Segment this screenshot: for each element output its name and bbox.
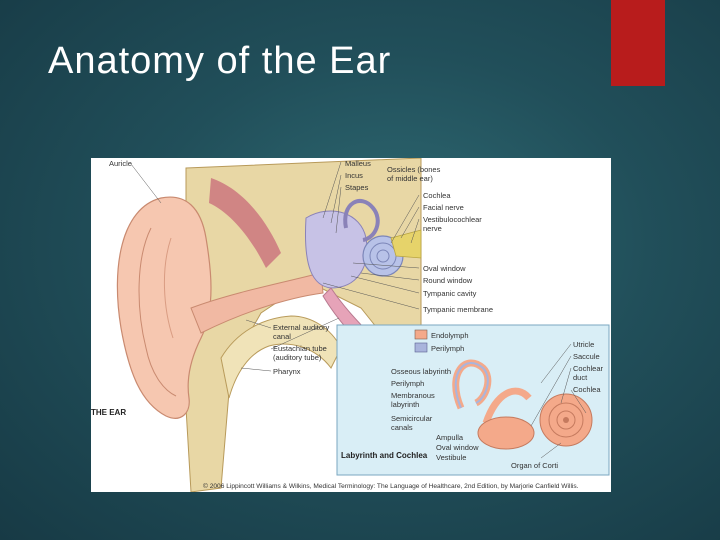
- label-the-ear: THE EAR: [91, 408, 126, 417]
- label-eustachian-2: (auditory tube): [273, 353, 322, 362]
- label-ossicles-2: of middle ear): [387, 174, 433, 183]
- inset-label-membranous-2: labyrinth: [391, 400, 419, 409]
- label-malleus: Malleus: [345, 159, 371, 168]
- label-facial-nerve: Facial nerve: [423, 203, 464, 212]
- label-vestibulocochlear-2: nerve: [423, 224, 442, 233]
- label-pharynx: Pharynx: [273, 367, 301, 376]
- label-incus: Incus: [345, 171, 363, 180]
- inset-label-vestibule: Vestibule: [436, 453, 466, 462]
- legend-endolymph: Endolymph: [431, 331, 469, 340]
- inset-label-oval-window: Oval window: [436, 443, 479, 452]
- label-tympanic-cavity: Tympanic cavity: [423, 289, 477, 298]
- slide-title: Anatomy of the Ear: [48, 40, 392, 82]
- inset-label-cochlea: Cochlea: [573, 385, 601, 394]
- inset-label-semicircular-1: Semicircular: [391, 414, 433, 423]
- inset-title: Labyrinth and Cochlea: [341, 451, 428, 460]
- inset-label-ampulla: Ampulla: [436, 433, 464, 442]
- auricle-fold: [138, 227, 177, 397]
- pharynx-region: [220, 315, 342, 399]
- legend-perilymph-swatch: [414, 342, 428, 353]
- label-tympanic-membrane: Tympanic membrane: [423, 305, 493, 314]
- ear-anatomy-figure: Auricle Malleus Incus Stapes Ossicles (b…: [91, 158, 611, 492]
- inset-label-utricle: Utricle: [573, 340, 594, 349]
- label-external-canal-2: canal: [273, 332, 291, 341]
- label-oval-window: Oval window: [423, 264, 466, 273]
- label-cochlea: Cochlea: [423, 191, 451, 200]
- cartilage: [209, 178, 281, 268]
- leader-lines: [130, 161, 587, 459]
- inset-label-cochlear-duct-2: duct: [573, 373, 588, 382]
- label-eustachian-1: Eustachian tube: [273, 344, 327, 353]
- middle-ear: [304, 210, 368, 289]
- accent-bar: [611, 0, 665, 86]
- legend-endolymph-swatch: [414, 329, 428, 340]
- label-stapes: Stapes: [345, 183, 369, 192]
- figure-credit: © 2006 Lippincott Williams & Wilkins, Me…: [203, 482, 579, 490]
- inset-label-osseous: Osseous labyrinth: [391, 367, 451, 376]
- auricle-shape: [116, 196, 212, 419]
- semicircular-canals: [343, 198, 380, 242]
- label-vestibulocochlear-1: Vestibulocochlear: [423, 215, 482, 224]
- inset-label-organ-corti: Organ of Corti: [511, 461, 558, 470]
- ear-canal: [190, 272, 324, 334]
- label-auricle: Auricle: [109, 159, 132, 168]
- label-external-canal-1: External auditory: [273, 323, 330, 332]
- inset-label-cochlear-duct-1: Cochlear: [573, 364, 604, 373]
- inset-label-membranous-1: Membranous: [391, 391, 435, 400]
- inset-labyrinth: [452, 359, 593, 450]
- vestibulocochlear-nerve-shape: [390, 229, 422, 259]
- inset-label-semicircular-2: canals: [391, 423, 413, 432]
- inset-label-saccule: Saccule: [573, 352, 600, 361]
- inset-label-perilymph: Perilymph: [391, 379, 424, 388]
- legend-perilymph: Perilymph: [431, 344, 464, 353]
- auricle-fold-inner: [163, 237, 174, 339]
- label-ossicles-1: Ossicles (bones: [387, 165, 441, 174]
- label-round-window: Round window: [423, 276, 473, 285]
- ear-diagram-svg: Auricle Malleus Incus Stapes Ossicles (b…: [91, 158, 610, 492]
